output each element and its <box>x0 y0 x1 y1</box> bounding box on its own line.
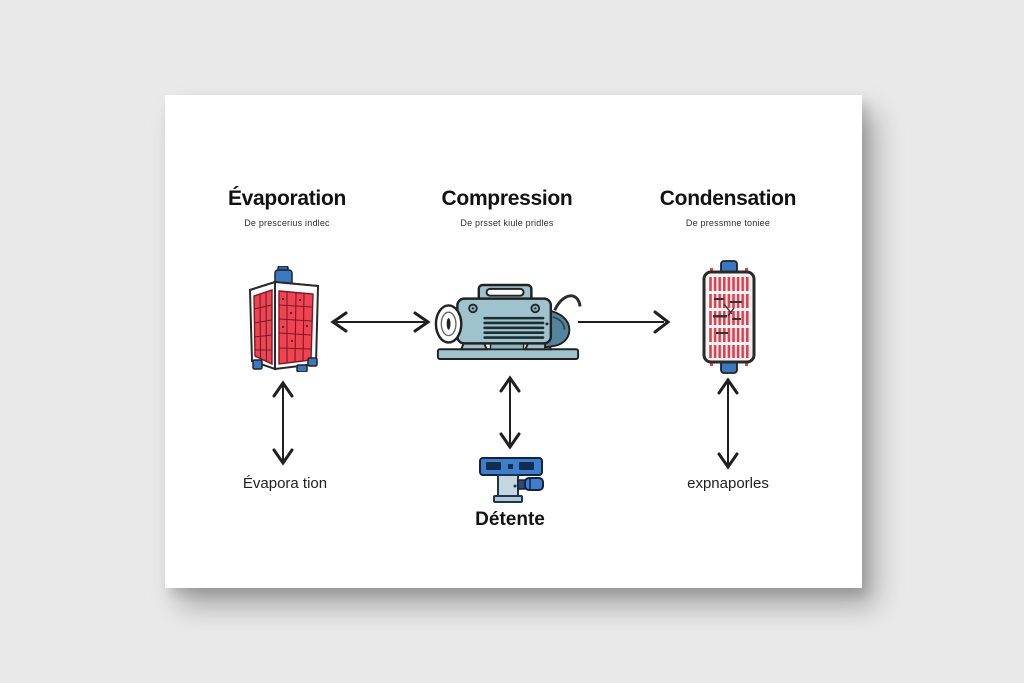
vertical-double-arrow-left-icon <box>272 380 294 466</box>
condensation-title: Condensation <box>659 187 797 210</box>
evaporator-icon <box>245 266 323 372</box>
stage-header-compression: Compression De prsset kiule pridles <box>377 187 637 228</box>
evaporation-bottom-label: Évapora tion <box>242 475 328 492</box>
vertical-double-arrow-middle-icon <box>499 375 521 450</box>
horizontal-double-arrow-icon <box>330 311 431 333</box>
detente-label: Détente <box>475 509 545 530</box>
compression-title: Compression <box>441 187 573 210</box>
condenser-icon <box>700 260 758 374</box>
compression-subtitle: De prsset kiule pridles <box>460 218 554 228</box>
diagram-card: Évaporation De prescerius indlec Compres… <box>165 95 862 588</box>
compressor-icon <box>434 281 582 361</box>
stage-header-evaporation: Évaporation De prescerius indlec <box>157 187 417 228</box>
condensation-subtitle: De pressmne toniee <box>685 218 771 228</box>
evaporation-title: Évaporation <box>227 187 347 210</box>
condensation-bottom-label: expnaporles <box>687 475 769 492</box>
vertical-double-arrow-right-icon <box>717 377 739 470</box>
expansion-valve-icon <box>478 453 548 505</box>
evaporation-subtitle: De prescerius indlec <box>244 218 330 228</box>
right-arrow-icon <box>578 310 671 334</box>
stage-header-condensation: Condensation De pressmne toniee <box>598 187 858 228</box>
